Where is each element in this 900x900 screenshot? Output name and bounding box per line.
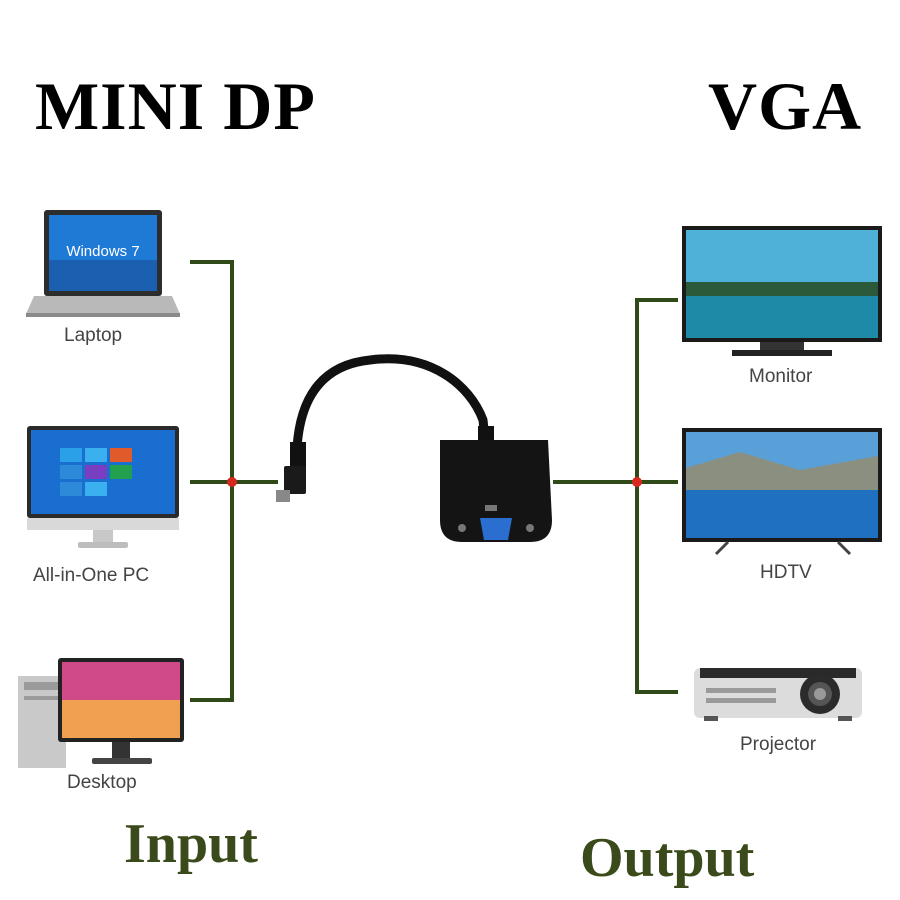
monitor-icon xyxy=(682,226,882,356)
adapter-icon xyxy=(276,354,552,542)
laptop-icon: Windows 7 xyxy=(26,210,180,317)
projector-icon xyxy=(694,668,862,721)
label-laptop: Laptop xyxy=(64,325,123,346)
desktop-icon xyxy=(18,658,184,768)
label-desktop: Desktop xyxy=(67,772,137,793)
all-in-one-pc-icon xyxy=(27,426,179,548)
label-projector: Projector xyxy=(740,734,817,755)
input-junction xyxy=(227,477,237,487)
hdtv-icon xyxy=(682,428,882,556)
label-monitor: Monitor xyxy=(749,366,813,387)
footer-input: Input xyxy=(124,813,258,875)
label-hdtv: HDTV xyxy=(760,562,812,583)
footer-output: Output xyxy=(580,827,755,889)
heading-mini-dp: MINI DP xyxy=(35,68,316,144)
heading-vga: VGA xyxy=(708,68,863,144)
label-all-in-one-pc: All-in-One PC xyxy=(33,565,150,586)
output-junction xyxy=(632,477,642,487)
laptop-screen-text: Windows 7 xyxy=(66,243,139,260)
output-bracket xyxy=(553,298,678,694)
